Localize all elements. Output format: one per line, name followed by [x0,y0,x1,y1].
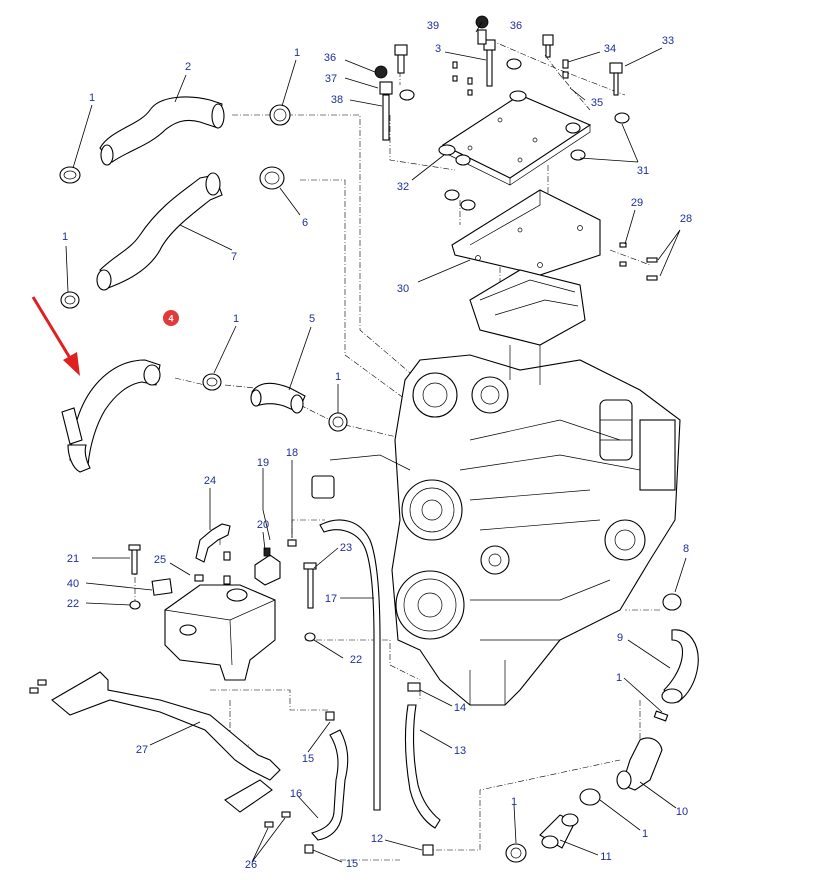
callout-22: 22 [350,654,362,666]
tank-cap-20 [254,547,281,586]
callout-1: 1 [233,313,239,325]
callout-20: 20 [257,519,269,531]
hose-5 [250,382,306,414]
mount-fasteners [374,15,658,281]
hoses-15-16 [304,711,349,854]
callout-11: 11 [600,851,611,863]
callout-36: 36 [324,52,336,64]
red-arrow-icon [31,296,80,376]
hose-13 [404,682,441,856]
callout-37: 37 [325,73,337,85]
callout-33: 33 [662,35,674,47]
hose-11 [539,813,579,849]
callout-17: 17 [325,593,337,605]
engine-mount-bracket-lower [451,189,601,276]
callout-23: 23 [340,542,352,554]
callout-36: 36 [510,20,522,32]
callout-3: 3 [435,43,441,55]
callout-18: 18 [286,447,298,459]
tank-hose-24 [194,523,231,585]
callout-15: 15 [302,753,314,765]
callout-7: 7 [231,251,237,263]
callout-32: 32 [397,181,409,193]
callout-9: 9 [617,632,623,644]
callout-1: 1 [62,231,68,243]
hose-9 [661,629,699,704]
callout-19: 19 [257,457,269,469]
hose-7 [96,172,223,291]
callout-40: 40 [67,578,79,590]
callout-26: 26 [245,859,257,871]
highlight-badge-label: 4 [168,314,173,324]
callout-1: 1 [642,828,648,840]
callout-15: 15 [346,858,358,870]
callout-1: 1 [511,796,517,808]
callout-labels: 39 36 3 34 33 36 37 38 35 31 32 29 28 30… [62,20,692,871]
callout-24: 24 [204,475,216,487]
hose-10 [616,710,669,791]
small-fasteners-left [128,539,317,642]
callout-28: 28 [680,213,692,225]
callout-25: 25 [154,554,166,566]
callout-12: 12 [371,833,383,845]
engine-block [311,269,681,706]
callout-21: 21 [67,553,79,565]
callout-13: 13 [454,745,466,757]
callout-1: 1 [616,672,622,684]
callout-2: 2 [185,61,191,73]
callout-22: 22 [67,598,79,610]
hose-4-highlighted [61,359,161,473]
callout-27: 27 [136,744,148,756]
callout-8: 8 [683,543,689,555]
callout-38: 38 [331,94,343,106]
callout-leader-lines [65,21,687,863]
expansion-tank [164,584,276,681]
callout-35: 35 [591,97,603,109]
callout-10: 10 [676,806,688,818]
engine-mount-bracket-upper [441,94,592,186]
bracket-27 [29,671,291,828]
highlight-badge: 4 [163,310,179,326]
callout-6: 6 [302,217,308,229]
overflow-pipe-17 [319,519,381,811]
callout-39: 39 [427,20,439,32]
callout-1: 1 [89,92,95,104]
hose-clamps [59,104,682,863]
callout-29: 29 [631,197,643,209]
callout-16: 16 [290,788,302,800]
hose-2 [99,96,225,166]
callout-31: 31 [637,165,649,177]
callout-5: 5 [309,313,315,325]
callout-30: 30 [397,283,409,295]
callout-34: 34 [604,43,616,55]
callout-1: 1 [335,371,341,383]
callout-14: 14 [454,702,466,714]
callout-1: 1 [294,47,300,59]
